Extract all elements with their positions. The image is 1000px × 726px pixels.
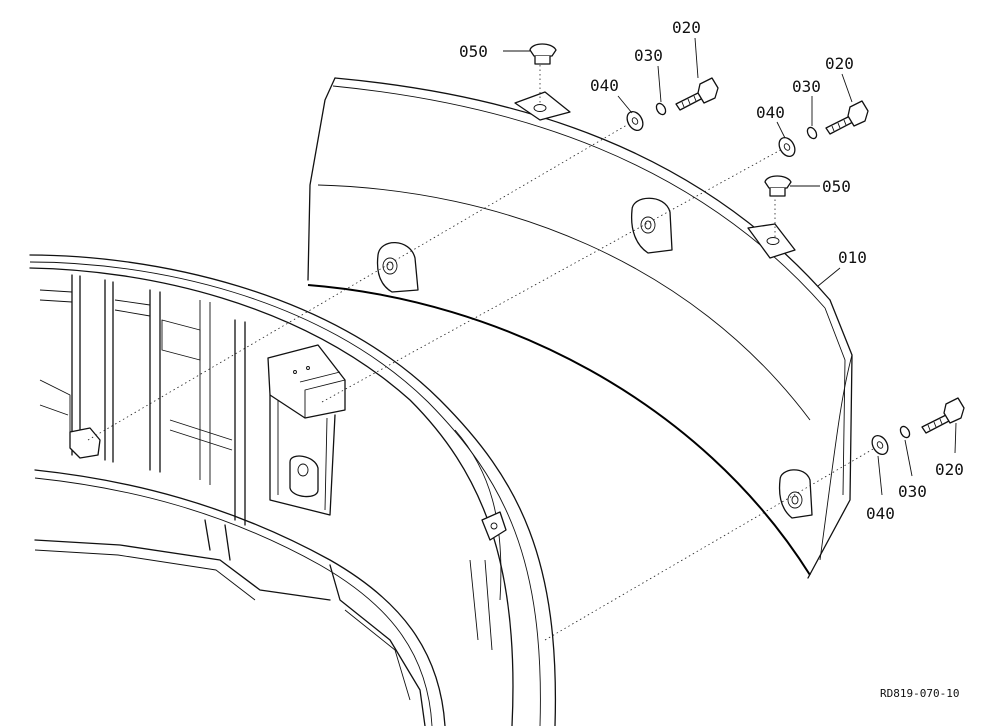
plug-050-right [764,175,792,197]
callout-030-bottom: 030 [898,482,927,501]
fastener-set-bottom [871,397,965,455]
drawing-reference-code: RD819-070-10 [880,687,959,700]
callout-030-top: 030 [634,46,663,65]
fastener-set-middle [778,100,869,157]
callout-020-bottom: 020 [935,460,964,479]
callout-050-right: 050 [822,177,851,196]
assembly-centerlines [87,65,881,641]
callout-010: 010 [838,248,867,267]
callout-030-middle: 030 [792,77,821,96]
callout-040-bottom: 040 [866,504,895,523]
callout-020-middle: 020 [825,54,854,73]
callout-labels: 050 040 030 020 040 030 020 050 010 040 … [459,18,964,700]
fastener-set-top [626,77,719,131]
front-weight-segment [307,77,853,579]
plug-050-top [529,43,557,65]
callout-040-top: 040 [590,76,619,95]
callout-040-middle: 040 [756,103,785,122]
mounting-frame [29,254,557,726]
callout-020-top: 020 [672,18,701,37]
callout-050-top: 050 [459,42,488,61]
leader-lines [503,37,957,496]
